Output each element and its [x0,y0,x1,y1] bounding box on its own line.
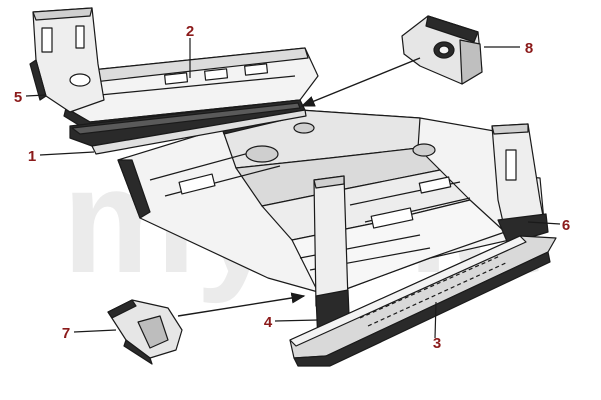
left-a-pillar [29,7,105,113]
callout-3: 3 [433,335,441,352]
front-bracket [107,299,183,365]
callout-2: 2 [186,23,194,40]
right-outer-sill [289,235,557,367]
callout-8: 8 [525,40,533,57]
right-b-pillar [491,123,549,245]
arrow-7-to-floor [177,292,306,317]
callout-1: 1 [28,148,36,165]
callout-leaders [25,38,561,339]
callout-7: 7 [62,325,70,342]
callout-6: 6 [562,217,570,234]
callout-5: 5 [14,89,22,106]
callout-4: 4 [264,314,273,331]
seat-crossmember [401,15,483,85]
left-outer-sill [69,99,307,155]
arrow-8-to-floor [300,57,421,107]
